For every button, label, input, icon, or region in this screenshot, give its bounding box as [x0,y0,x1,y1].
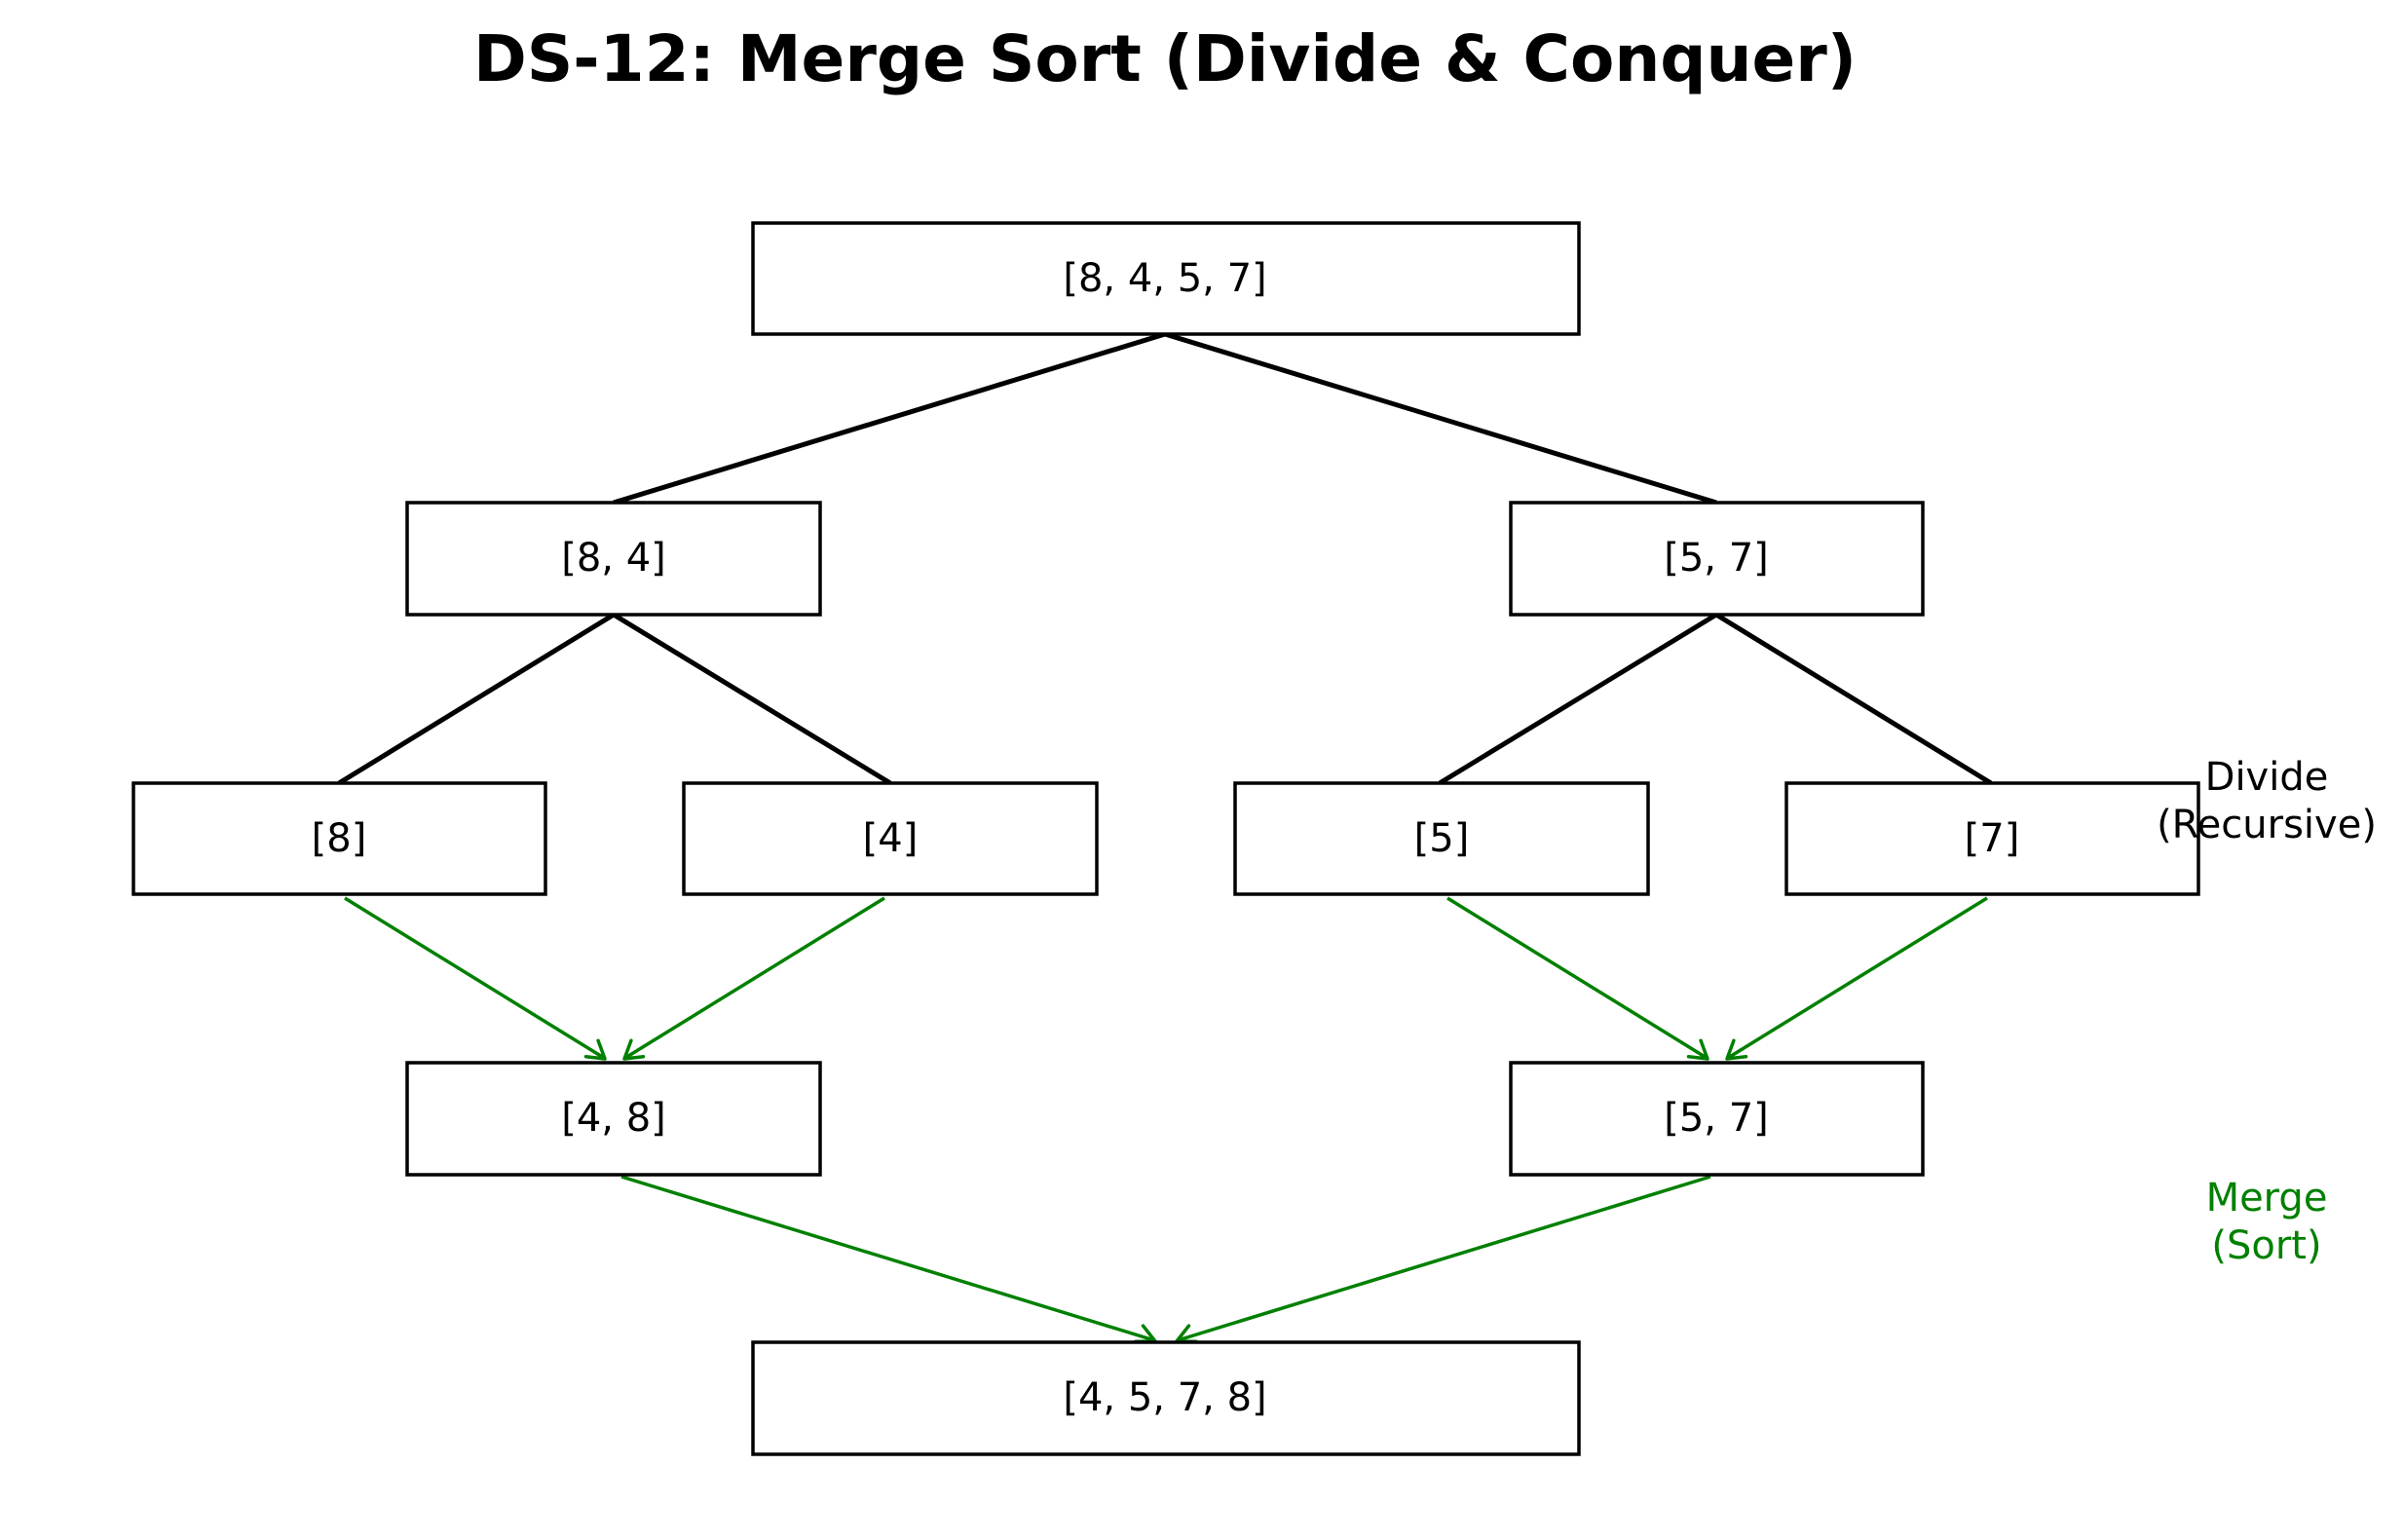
divide-label: Divide (Recursive) [2157,755,2377,847]
edge-root-to-right-half [1164,331,1717,506]
node-result: [4, 5, 7, 8] [751,1340,1581,1456]
node-merged-left: [4, 8] [405,1061,822,1177]
node-label: [5] [1414,816,1470,861]
edge-right-half-to-leaf-5 [1438,612,1718,786]
merge-arrow-leaf-7-to-merged-right [1725,896,1988,1061]
node-label: [8] [312,816,367,861]
arrowhead-icon [622,1038,646,1061]
node-label: [7] [1965,816,2020,861]
node-merged-right: [5, 7] [1509,1061,1925,1177]
merge-edges [344,896,1988,1343]
node-right-half: [5, 7] [1509,501,1925,617]
merge-arrow-leaf-4-to-merged-left [622,896,885,1061]
merge-arrow-merged-left-to-result [620,1175,1157,1343]
merge-arrow-leaf-5-to-merged-right [1446,896,1709,1061]
node-root: [8, 4, 5, 7] [751,221,1581,336]
node-label: [4, 5, 7, 8] [1063,1375,1266,1420]
merge-arrow-merged-right-to-result [1175,1175,1711,1343]
node-label: [8, 4, 5, 7] [1063,256,1266,301]
edge-root-to-left-half [613,331,1166,506]
merge-label-line2: (Sort) [2211,1223,2321,1268]
edge-right-half-to-leaf-7 [1714,612,1993,786]
edge-left-half-to-leaf-4 [612,612,892,786]
node-leaf-7: [7] [1784,781,2200,896]
node-left-half: [8, 4] [405,501,822,617]
node-label: [4, 8] [561,1096,666,1141]
node-label: [8, 4] [561,536,666,581]
node-label: [5, 7] [1664,1096,1769,1141]
merge-arrow-leaf-8-to-merged-left [344,896,607,1061]
arrowhead-icon [1686,1038,1709,1061]
edge-left-half-to-leaf-8 [337,612,616,786]
node-leaf-8: [8] [131,781,547,896]
merge-label-line1: Merge [2206,1176,2328,1221]
arrowhead-icon [1725,1038,1748,1061]
node-label: [5, 7] [1664,536,1769,581]
node-leaf-4: [4] [682,781,1099,896]
divide-label-line2: (Recursive) [2157,803,2377,847]
divide-label-line1: Divide [2205,755,2329,800]
diagram-title: DS-12: Merge Sort (Divide & Conquer) [473,21,1857,96]
arrowhead-icon [583,1038,607,1061]
merge-label: Merge (Sort) [2206,1176,2328,1268]
node-label: [4] [863,816,919,861]
node-leaf-5: [5] [1233,781,1650,896]
divide-edges [337,331,1993,786]
